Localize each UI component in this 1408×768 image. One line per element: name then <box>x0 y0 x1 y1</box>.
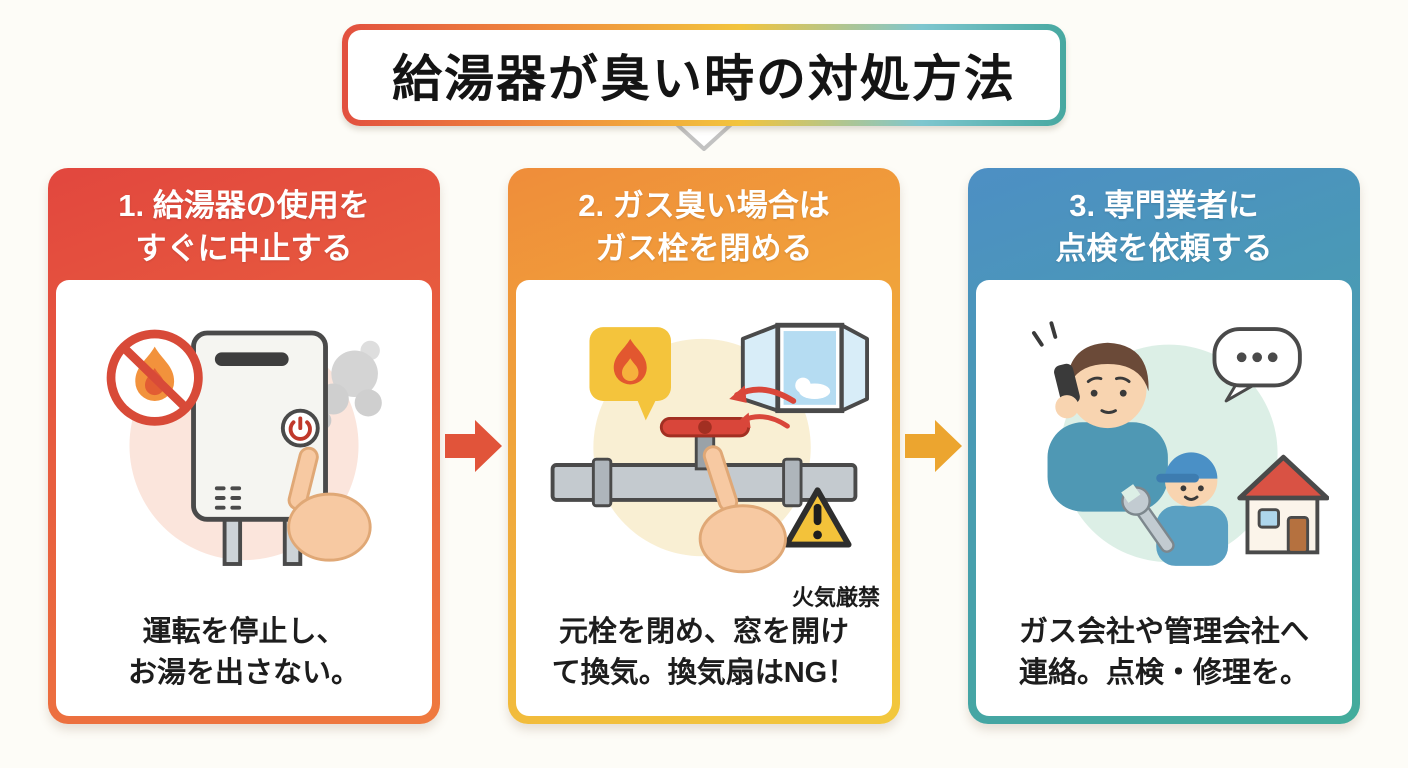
vent-grille <box>214 486 242 510</box>
house-icon <box>1237 455 1329 555</box>
step-1-caption: 運転を停止し、 お湯を出さない。 <box>56 612 432 716</box>
step-3-heading: 3. 専門業者に 点検を依頼する <box>976 176 1352 280</box>
power-icon <box>288 416 312 442</box>
step-3-heading-line2: 点検を依頼する <box>1055 231 1273 266</box>
step-1-body: 運転を停止し、 お湯を出さない。 <box>56 280 432 716</box>
red-valve-handle-icon <box>659 417 751 438</box>
phone-icon <box>1054 363 1080 406</box>
call-professional-illustration <box>1032 321 1329 567</box>
step-1-caption-line1: 運転を停止し、 <box>142 615 346 648</box>
flame-warning-bubble-icon <box>589 327 672 421</box>
step-2-heading: 2. ガス臭い場合は ガス栓を閉める <box>516 176 892 280</box>
close-motion-arrows-icon <box>729 385 797 429</box>
title-banner-border: 給湯器が臭い時の対処方法 <box>342 24 1066 126</box>
title-banner: 給湯器が臭い時の対処方法 <box>342 24 1066 151</box>
step-2-caption-line2: て換気。換気扇はNG！ <box>551 656 857 689</box>
step-3-caption-line2: 連絡。点検・修理を。 <box>1018 656 1309 689</box>
page-title: 給湯器が臭い時の対処方法 <box>392 51 1016 107</box>
caution-triangle-icon <box>783 487 852 548</box>
step-3-illustration <box>976 280 1352 612</box>
step-2-caption: 元栓を閉め、窓を開け て換気。換気扇はNG！ <box>516 612 892 716</box>
step-card-2: 2. ガス臭い場合は ガス栓を閉める <box>508 168 900 724</box>
speech-bubble-icon <box>1212 327 1302 403</box>
alert-marks-icon <box>1032 321 1058 347</box>
right-arrow-icon <box>445 420 502 472</box>
step-3-body: ガス会社や管理会社へ 連絡。点検・修理を。 <box>976 280 1352 716</box>
step-1-illustration <box>56 280 432 612</box>
arrow-step1-to-step2 <box>440 168 508 724</box>
wrench-icon <box>1121 484 1175 554</box>
steps-row: 1. 給湯器の使用を すぐに中止する <box>0 168 1408 724</box>
no-fire-icon <box>106 329 203 426</box>
step-card-3: 3. 専門業者に 点検を依頼する <box>968 168 1360 724</box>
no-open-flame-label: 火気厳禁 <box>791 584 880 610</box>
reaching-hand-icon <box>698 445 787 574</box>
cap-icon <box>1164 452 1218 479</box>
step-2-heading-line1: 2. ガス臭い場合は <box>578 188 830 224</box>
water-heater-illustration <box>106 329 382 567</box>
title-banner-inner: 給湯器が臭い時の対処方法 <box>348 30 1060 120</box>
step-2-body: 火気厳禁 元栓を閉め、窓を開け て換気。換気扇はNG！ <box>516 280 892 716</box>
step-card-1: 1. 給湯器の使用を すぐに中止する <box>48 168 440 724</box>
hair <box>1066 342 1149 392</box>
open-window-icon <box>740 323 869 414</box>
step-1-heading: 1. 給湯器の使用を すぐに中止する <box>56 176 432 280</box>
step-3-caption-line1: ガス会社や管理会社へ <box>1018 615 1309 648</box>
step-2-caption-line1: 元栓を閉め、窓を開け <box>558 615 849 648</box>
step-3-heading-line1: 3. 専門業者に <box>1069 188 1259 224</box>
right-arrow-icon <box>905 420 962 472</box>
step-2-heading-line2: ガス栓を閉める <box>595 231 813 266</box>
arrow-step2-to-step3 <box>900 168 968 724</box>
gas-valve-illustration <box>550 323 869 574</box>
pressing-hand-icon <box>287 446 372 562</box>
step-1-caption-line2: お湯を出さない。 <box>127 656 360 689</box>
step-3-caption: ガス会社や管理会社へ 連絡。点検・修理を。 <box>976 612 1352 716</box>
water-heater-icon <box>191 330 328 567</box>
step-1-heading-line1: 1. 給湯器の使用を <box>118 188 370 224</box>
technician-person <box>1121 452 1229 567</box>
step-1-heading-line2: すぐに中止する <box>135 231 353 266</box>
step-2-illustration: 火気厳禁 <box>516 280 892 612</box>
gas-pipe-icon <box>550 417 858 508</box>
